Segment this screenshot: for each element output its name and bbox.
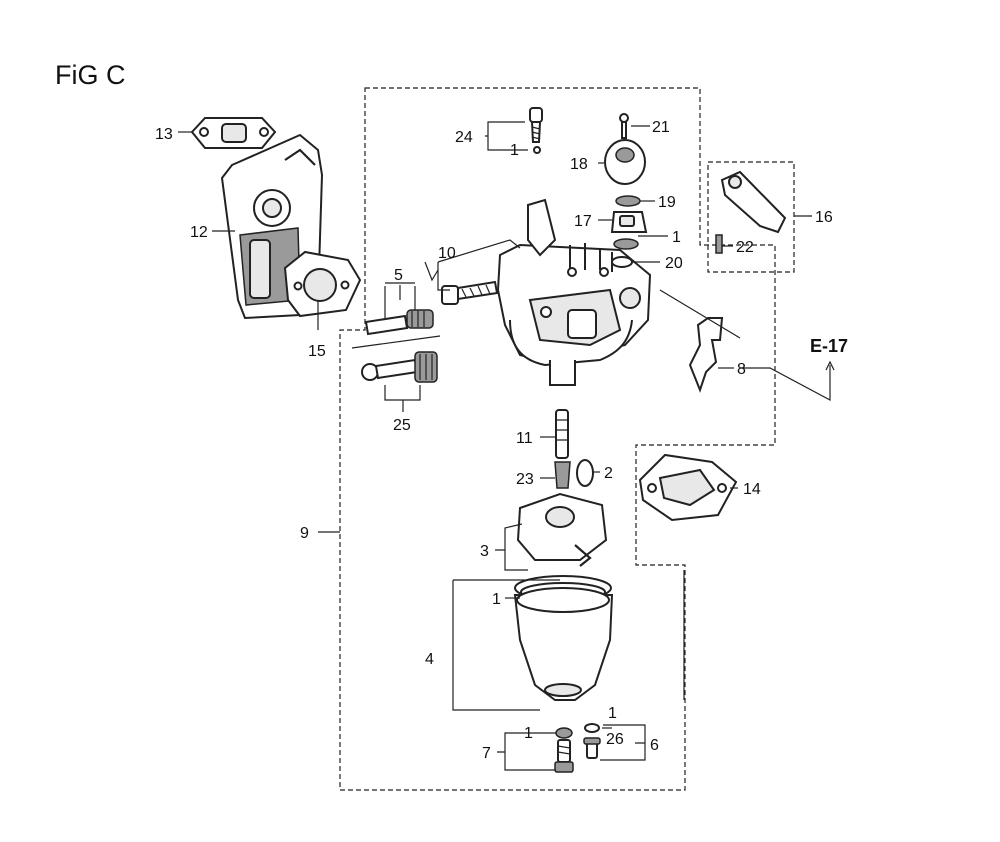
callout-18: 18 [570, 156, 588, 173]
callout-6: 6 [650, 737, 659, 754]
callout-12: 12 [190, 224, 208, 241]
pilot-screw-part-10 [441, 280, 499, 305]
screw-part-24 [529, 107, 543, 154]
part-16-frame [707, 161, 795, 273]
callout-10: 10 [438, 245, 456, 262]
callout-1-valve: 1 [672, 229, 681, 246]
screw-set-part-25 [361, 351, 438, 383]
callout-4: 4 [425, 651, 434, 668]
valve-part-17 [610, 211, 648, 233]
jet-part-2 [576, 459, 594, 487]
callout-20: 20 [665, 255, 683, 272]
reference-e17: E-17 [810, 336, 848, 356]
float-chamber-cover-part-18 [604, 139, 646, 185]
callout-8: 8 [737, 361, 746, 378]
drain-screw-part-6 [583, 737, 601, 759]
callout-9: 9 [300, 525, 309, 542]
float-bowl-part-4 [513, 587, 614, 701]
gasket-part-19 [615, 195, 641, 207]
choke-lever-part-16 [715, 170, 787, 254]
callout-13: 13 [155, 126, 173, 143]
carburetor-assembly-boundary [339, 87, 776, 791]
callout-1-bowl: 1 [492, 591, 501, 608]
callout-14: 14 [743, 481, 761, 498]
callout-25: 25 [393, 417, 411, 434]
main-jet-part-23 [554, 461, 571, 489]
carburetor-body [496, 198, 652, 386]
gasket-part-15 [283, 250, 362, 318]
leader-lines [178, 121, 835, 771]
callout-19: 19 [658, 194, 676, 211]
main-nozzle-part-11 [555, 409, 569, 459]
callout-1-gasket: 1 [608, 705, 617, 722]
callout-26: 26 [606, 731, 624, 748]
callout-15: 15 [308, 343, 326, 360]
figure-title: FiG C [55, 60, 126, 90]
bolt-part-7 [554, 739, 574, 773]
gasket-part-8 [688, 317, 724, 393]
callout-17: 17 [574, 213, 592, 230]
callout-3: 3 [480, 543, 489, 560]
callout-22: 22 [736, 239, 754, 256]
callout-23: 23 [516, 471, 534, 488]
callout-16: 16 [815, 209, 833, 226]
callout-11: 11 [516, 430, 533, 447]
gasket-part-26 [584, 723, 600, 733]
washer-part-1-drain [555, 727, 573, 739]
screw-part-21 [619, 113, 629, 139]
callout-2: 2 [604, 465, 613, 482]
callout-1-drain: 1 [524, 725, 533, 742]
callout-5: 5 [394, 267, 403, 284]
callout-7: 7 [482, 745, 491, 762]
callout-24: 24 [455, 129, 473, 146]
callout-21: 21 [652, 119, 670, 136]
callout-1-screw: 1 [510, 142, 519, 159]
float-part-3 [516, 492, 608, 567]
o-ring-part-1-upper [613, 238, 639, 250]
throttle-stop-screw-part-5 [364, 309, 434, 336]
gasket-part-14 [638, 453, 738, 522]
insulator-gasket-part-13 [190, 117, 277, 149]
washer-part-20 [611, 256, 633, 268]
